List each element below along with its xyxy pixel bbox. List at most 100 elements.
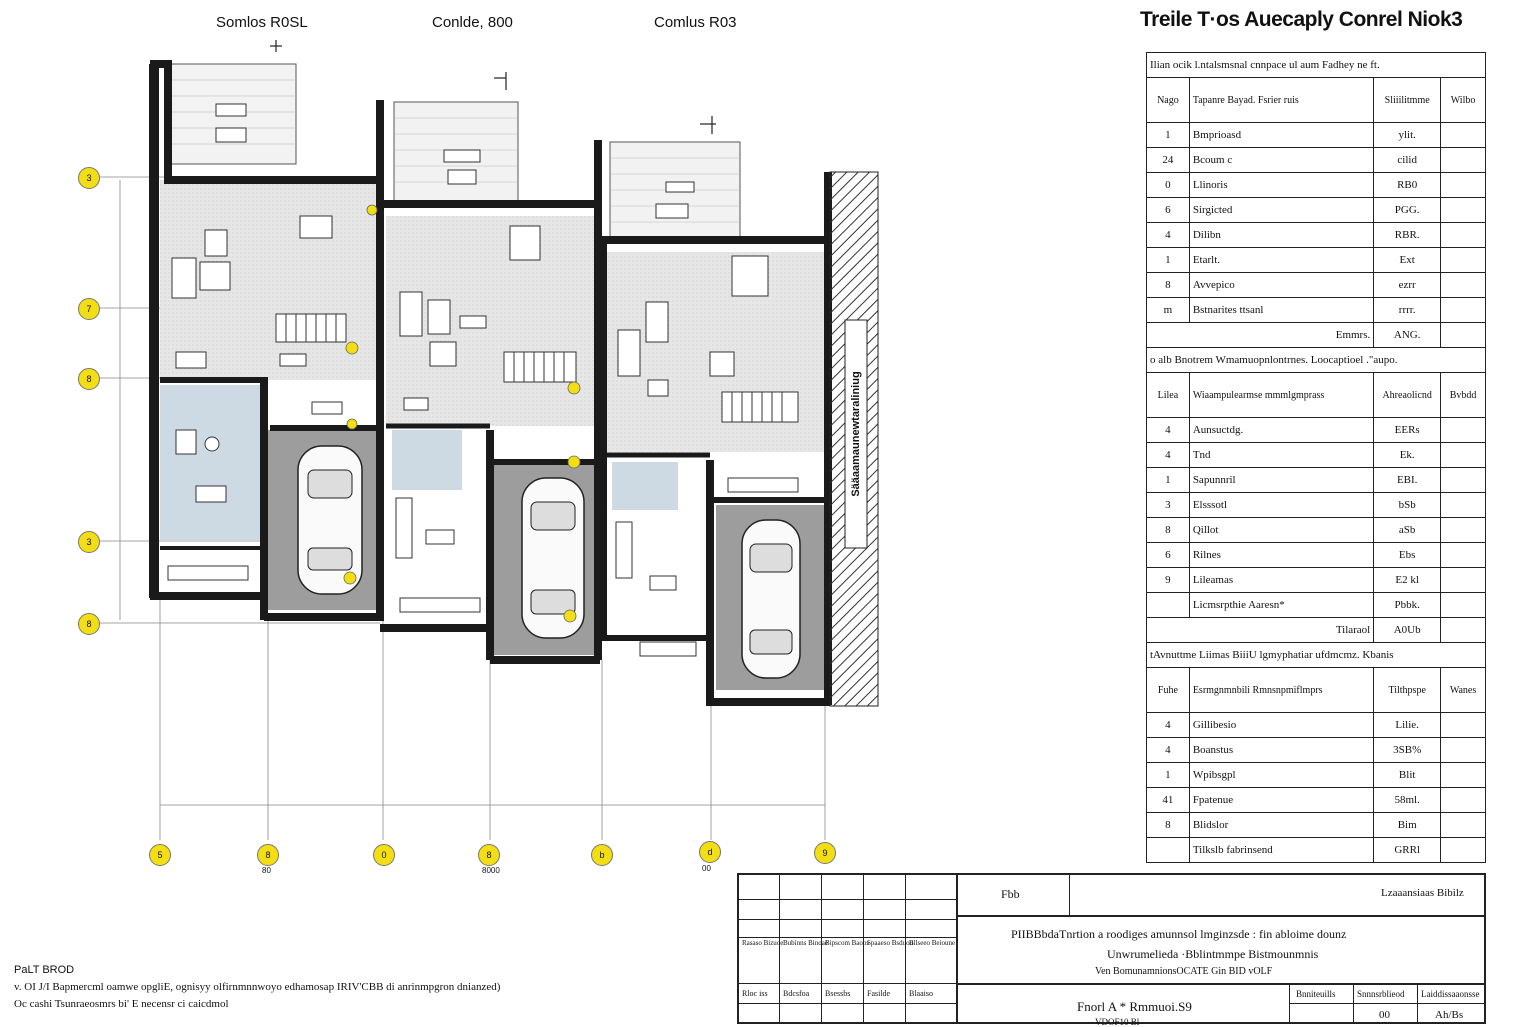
car-icon-1 [297, 445, 363, 595]
schedule-header-cell: Bvbdd [1440, 372, 1486, 418]
schedule-cell: Rilnes [1188, 542, 1375, 568]
schedule-cell: aSb [1373, 517, 1442, 543]
unit-label-1: Somlos R0SL [216, 14, 308, 31]
title-block-small-cell: Blaaiso [909, 989, 933, 998]
grid-bubble: d [699, 841, 721, 863]
schedule-cell: Sirgicted [1188, 197, 1375, 223]
schedule-cell: Gillibesio [1188, 712, 1375, 738]
schedule-cell [1440, 222, 1486, 248]
grid-bubble: 8 [478, 844, 500, 866]
schedule-cell: GRRl [1373, 837, 1442, 863]
unit-2-plan [380, 101, 602, 664]
grid-bubble: 3 [78, 531, 100, 553]
title-block-description-3: Ven BomunamnionsOCATE Gin BID vOLF [1095, 966, 1273, 977]
schedule-header-cell: Esrmgnmnbili Rmnsnpmiflmprs [1188, 667, 1375, 713]
schedule-total-value: ANG. [1373, 322, 1442, 348]
schedule-header-cell: Wanes [1440, 667, 1486, 713]
notes-line: v. OI J/I Bapmercml oamwe opgliE, ognisy… [14, 981, 501, 993]
schedule-cell [1440, 247, 1486, 273]
notes-line: Oc cashi Tsunraeosmrs bi' E necensr ci c… [14, 998, 229, 1010]
unit-label-3: Comlus R03 [654, 14, 737, 31]
title-block-small-cell: Bubinns Binoae [783, 939, 828, 947]
schedule-cell [1440, 492, 1486, 518]
schedule-cell: bSb [1373, 492, 1442, 518]
schedule-header-cell: Nago [1146, 77, 1190, 123]
schedule-cell: 4 [1146, 442, 1190, 468]
schedule-cell: Etarlt. [1188, 247, 1375, 273]
schedule-cell: 1 [1146, 467, 1190, 493]
schedule-cell: Elsssotl [1188, 492, 1375, 518]
schedule-cell [1440, 297, 1486, 323]
schedule-cell [1440, 272, 1486, 298]
grid-bubble: 8 [78, 368, 100, 390]
grid-bubble: b [591, 844, 613, 866]
schedule-cell [1440, 417, 1486, 443]
schedule-cell [1440, 147, 1486, 173]
side-wall-label: Sääaamaunewtaraliniug [850, 371, 862, 497]
schedule-cell: 3SB% [1373, 737, 1442, 763]
title-block-col-head: Snnnsrblieod [1357, 989, 1405, 999]
schedule-cell: 8 [1146, 517, 1190, 543]
schedule-cell [1440, 567, 1486, 593]
car-icon-3 [741, 519, 801, 679]
schedule-cell: Ek. [1373, 442, 1442, 468]
schedule-cell [1440, 122, 1486, 148]
schedule-cell: 0 [1146, 172, 1190, 198]
schedule-cell: RB0 [1373, 172, 1442, 198]
schedule-cell: Ebs [1373, 542, 1442, 568]
schedule-cell: Dilibn [1188, 222, 1375, 248]
schedule-cell [1440, 812, 1486, 838]
schedule-cell [1440, 442, 1486, 468]
schedule-cell [1440, 467, 1486, 493]
schedule-cell: Blidslor [1188, 812, 1375, 838]
schedule-cell [1146, 837, 1190, 863]
grid-sublabel: 00 [702, 864, 711, 873]
schedule-cell: 4 [1146, 222, 1190, 248]
sheet-title: Treile T·os Auecaply Conrel Niok3 [1140, 8, 1463, 31]
room-markers [343, 204, 581, 623]
grid-bubble: 0 [373, 844, 395, 866]
schedule-title-3: tAvnuttme Liimas BiiiU lgmyphatiar ufdmc… [1146, 642, 1486, 668]
schedule-cell: 1 [1146, 122, 1190, 148]
schedule-cell [1440, 172, 1486, 198]
schedule-cell: 6 [1146, 197, 1190, 223]
schedule-cell: 3 [1146, 492, 1190, 518]
schedule-cell [1440, 712, 1486, 738]
schedule-cell: Wpibsgpl [1188, 762, 1375, 788]
schedule-cell: Aunsuctdg. [1188, 417, 1375, 443]
schedule-cell: 9 [1146, 567, 1190, 593]
schedule-cell: Pbbk. [1373, 592, 1442, 618]
schedule-cell: ylit. [1373, 122, 1442, 148]
title-block-project-sub: VDOF10 Bl [1095, 1017, 1140, 1027]
schedule-header-cell: Wiaampulearmse mmmlgmprass [1188, 372, 1375, 418]
schedule-cell: Tnd [1188, 442, 1375, 468]
schedule-cell: RBR. [1373, 222, 1442, 248]
schedule-cell [1440, 787, 1486, 813]
title-block-revision-right: Lzaaansiaas Bibilz [1381, 887, 1464, 899]
schedule-cell: EERs [1373, 417, 1442, 443]
title-block-small-cell: Rloc iss [742, 989, 768, 998]
title-block-small-cell: Bsessbs [825, 989, 851, 998]
schedule-cell: Fpatenue [1188, 787, 1375, 813]
schedule-cell: Avvepico [1188, 272, 1375, 298]
schedule-cell: Qillot [1188, 517, 1375, 543]
title-block-small-cell: Bllseeo Beioune [909, 939, 956, 947]
schedule-total-label: Emmrs. [1145, 322, 1375, 348]
